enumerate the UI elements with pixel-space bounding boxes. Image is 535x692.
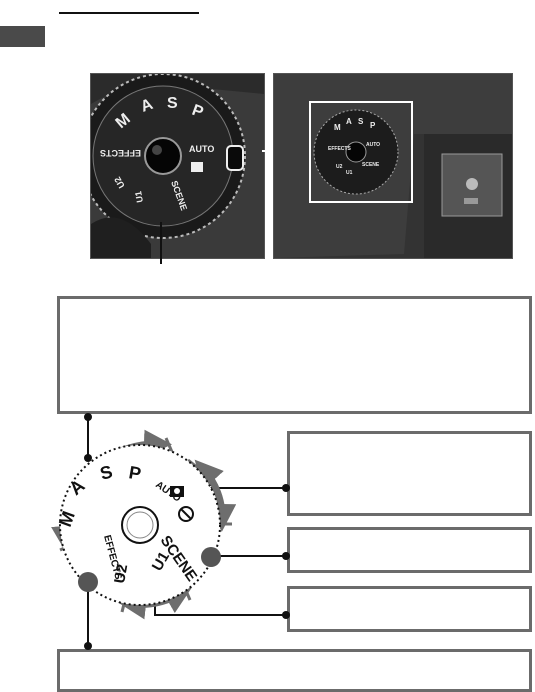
photo-right-label-s: S — [358, 117, 364, 126]
header-rule — [59, 12, 199, 14]
photo-connector — [262, 150, 274, 152]
photo-left-label-s: S — [167, 95, 178, 112]
callout-text-top — [60, 299, 529, 315]
photo-left-label-effects: EFFECTS — [100, 148, 141, 158]
indicator-dot-right — [201, 547, 221, 567]
callout-box-right-lower — [287, 586, 532, 632]
photo-camera-top-view: M A S P AUTO EFFECTS U1 U2 SCENE — [273, 73, 513, 259]
dial-label-p: P — [127, 462, 142, 484]
callout-box-right-middle — [287, 527, 532, 573]
dial-label-u2: U2 — [111, 563, 131, 585]
callout-box-bottom — [57, 649, 532, 692]
dial-label-m: M — [55, 508, 79, 529]
photo-mode-dial-closeup: M A S P AUTO EFFECTS U1 U2 SCENE — [90, 73, 265, 259]
photo-pointer-line — [160, 222, 162, 264]
connector-right-lower — [154, 602, 286, 616]
photo-left-label-auto: AUTO — [189, 144, 214, 154]
arrow-auto — [194, 459, 237, 532]
camera-icon — [191, 162, 203, 172]
photo-right-label-u2: U2 — [336, 164, 343, 170]
photo-right-label-m: M — [334, 123, 341, 132]
photo-right-label-effects: EFFECTS — [328, 146, 351, 152]
photo-right-label-auto: AUTO — [366, 142, 380, 148]
dial-lock-release-button — [226, 145, 244, 171]
indicator-dot-left — [78, 572, 98, 592]
photo-right-label-scene: SCENE — [362, 162, 380, 168]
flash-off-icon — [178, 506, 194, 522]
mode-dial-diagram: P S A M AUTO EFFECTS SCENE U1 U2 — [51, 413, 290, 650]
callout-box-right-upper — [287, 431, 532, 516]
photo-right-label-u1: U1 — [346, 170, 353, 176]
photo-right-label-p: P — [370, 121, 376, 130]
section-tab — [0, 26, 45, 47]
callout-box-top — [57, 296, 532, 414]
photo-right-label-a: A — [346, 117, 352, 126]
photo-left-label-u1: U1 — [133, 190, 145, 203]
dial-label-s: S — [98, 461, 115, 483]
highlight-frame — [309, 101, 413, 203]
photo-left-label-u2: U2 — [112, 175, 126, 190]
